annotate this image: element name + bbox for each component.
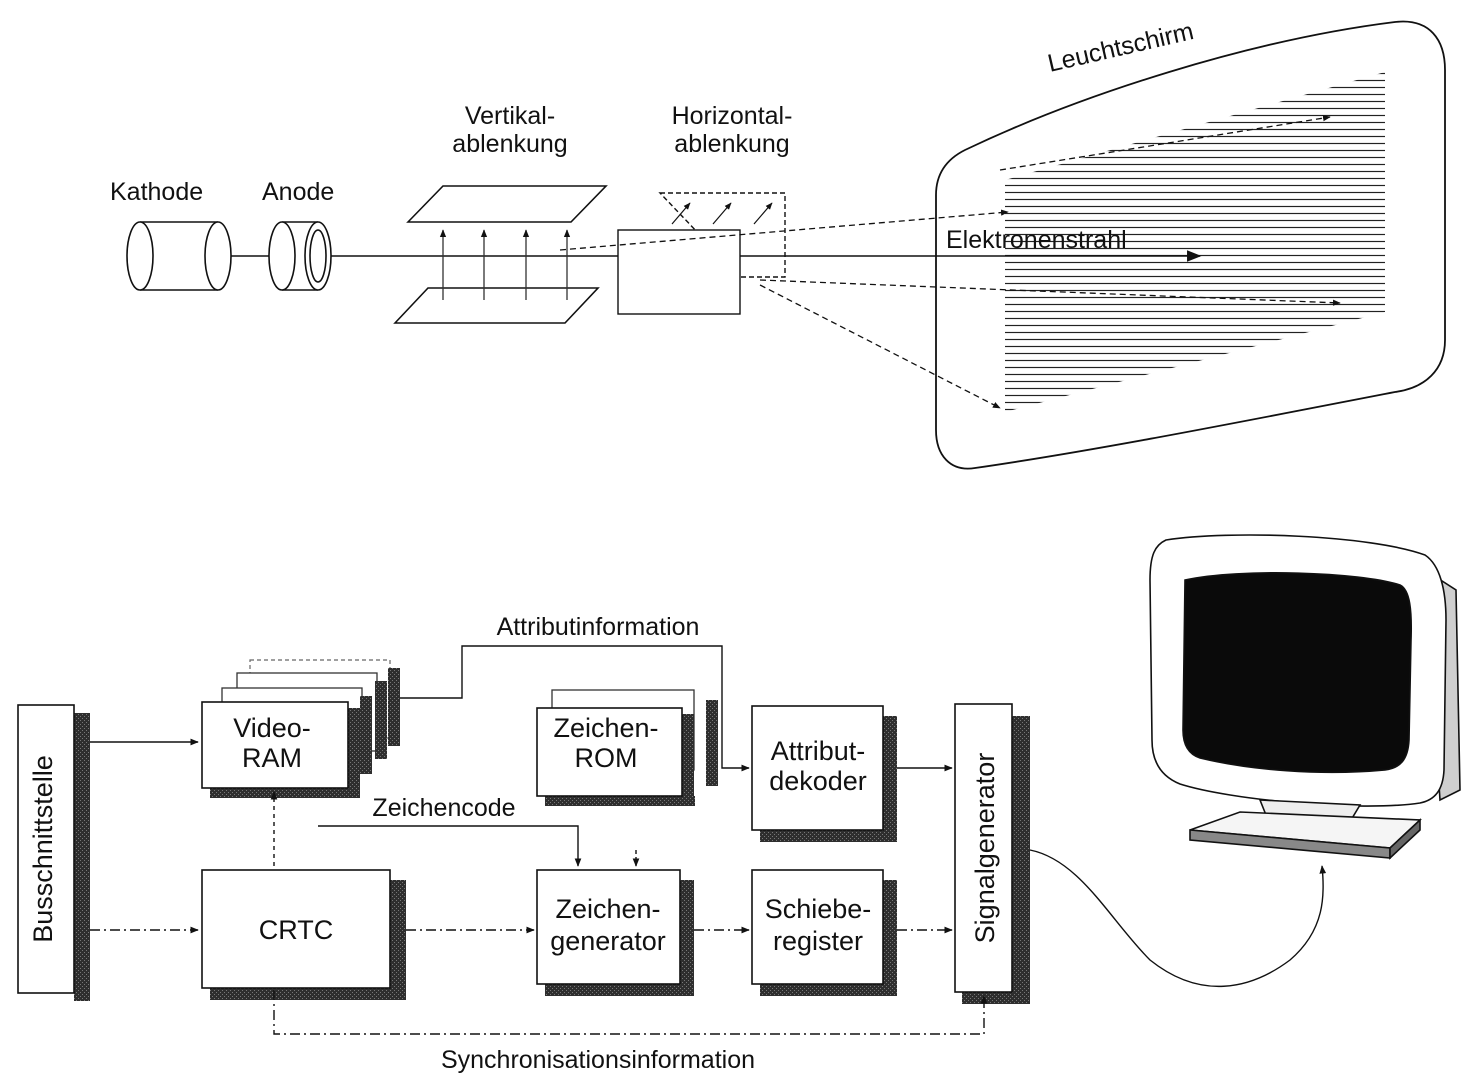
character-rom-block: Zeichen- ROM <box>536 689 718 806</box>
shift-register-label-1: Schiebe- <box>765 894 872 924</box>
attribute-decoder-label-1: Attribut- <box>771 736 866 766</box>
bus-interface-block: Busschnittstelle <box>17 704 90 1001</box>
beam-paths <box>559 115 1341 409</box>
horizontal-deflection-label-1: Horizontal- <box>672 102 793 130</box>
electron-beam-label: Elektronenstrahl <box>946 226 1127 254</box>
anode-label: Anode <box>262 178 334 206</box>
character-rom-label-2: ROM <box>575 743 638 773</box>
connections <box>90 645 1327 1035</box>
shift-register-label-2: register <box>773 926 863 956</box>
crtc-block: CRTC <box>201 869 406 1000</box>
signal-generator-label: Signalgenerator <box>970 753 1000 944</box>
video-ram-label-1: Video- <box>233 713 311 743</box>
attribute-decoder-block: Attribut- dekoder <box>751 705 897 842</box>
vertical-deflection-label-2: ablenkung <box>452 130 567 158</box>
monitor-icon <box>1149 534 1461 860</box>
crt-diagram: Kathode Anode Vertikal- ablenkung <box>110 17 1446 470</box>
vertical-deflection-plates <box>393 185 608 324</box>
block-diagram: Busschnittstelle Video- RAM Zeichen- ROM <box>17 534 1461 1074</box>
character-generator-label-1: Zeichen- <box>555 894 660 924</box>
cathode-label: Kathode <box>110 178 203 206</box>
screen-label: Leuchtschirm <box>1045 17 1196 78</box>
video-ram-label-2: RAM <box>242 743 302 773</box>
anode <box>268 221 332 291</box>
bus-interface-label: Busschnittstelle <box>28 755 58 943</box>
vertical-deflection-label-1: Vertikal- <box>465 102 555 130</box>
sync-info-label: Synchronisationsinformation <box>441 1046 755 1074</box>
signal-generator-block: Signalgenerator <box>954 703 1030 1004</box>
attribute-info-label: Attributinformation <box>497 613 700 641</box>
horizontal-deflection-label-2: ablenkung <box>674 130 789 158</box>
video-ram-block: Video- RAM <box>201 659 400 798</box>
character-generator-label-2: generator <box>550 926 666 956</box>
shift-register-block: Schiebe- register <box>751 869 897 996</box>
crtc-label: CRTC <box>259 915 334 945</box>
character-generator-block: Zeichen- generator <box>536 869 694 996</box>
horizontal-deflection-plates <box>617 192 786 315</box>
character-rom-label-1: Zeichen- <box>553 713 658 743</box>
cathode <box>126 221 232 291</box>
attribute-decoder-label-2: dekoder <box>769 766 867 796</box>
phosphor-screen <box>935 20 1446 470</box>
char-code-label: Zeichencode <box>372 794 515 822</box>
